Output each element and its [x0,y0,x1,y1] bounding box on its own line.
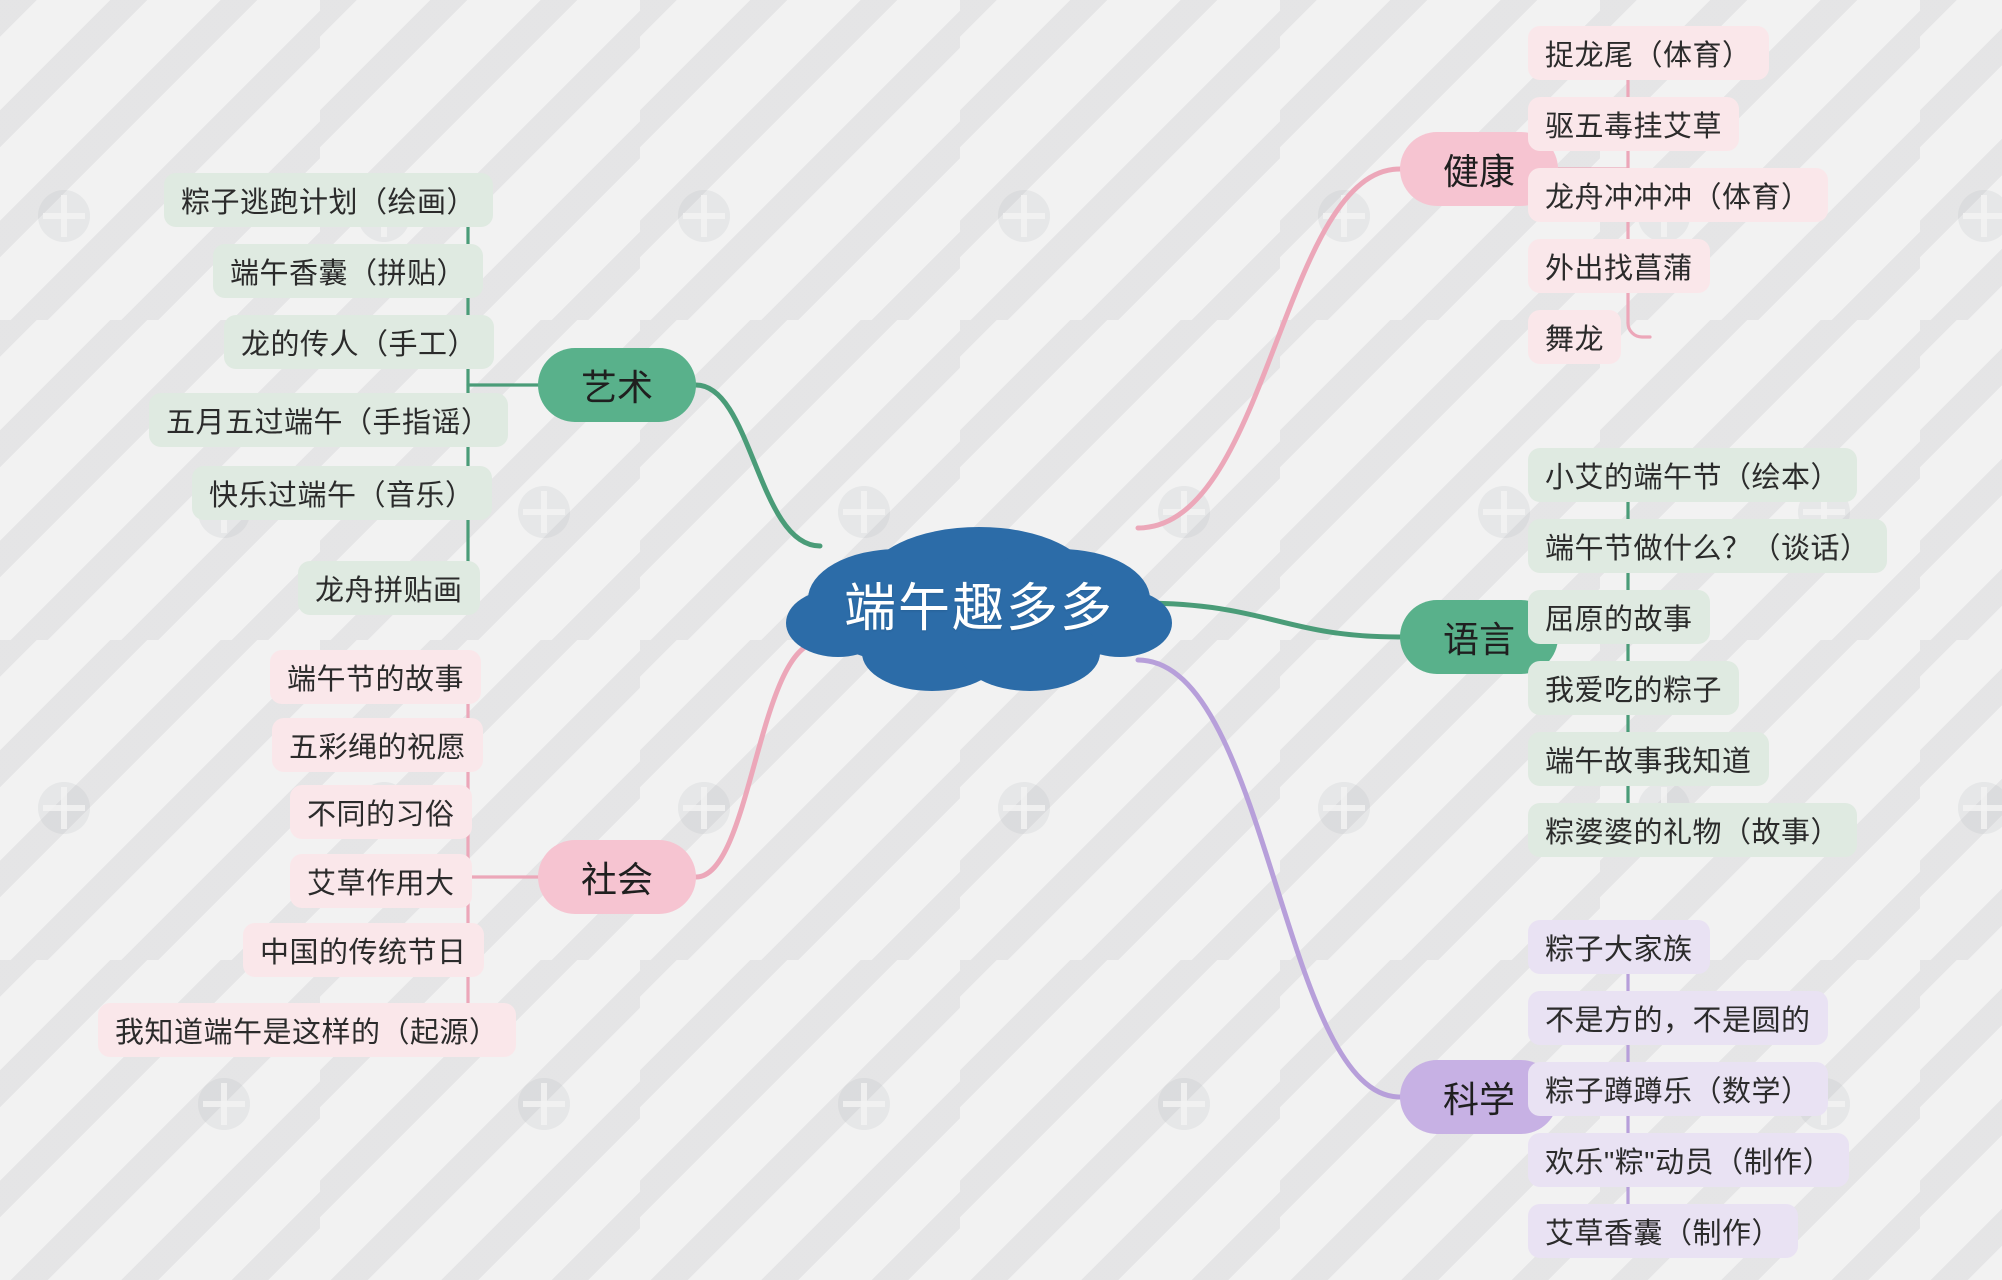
connector-path [1135,166,1403,531]
circle-cross-watermark-icon [1958,782,2002,834]
leaf-node[interactable]: 屈原的故事 [1528,590,1710,644]
leaf-node[interactable]: 艾草香囊（制作） [1528,1204,1799,1258]
leaf-node-label: 我爱吃的粽子 [1545,675,1723,707]
leaf-node[interactable]: 粽子逃跑计划（绘画） [164,173,494,227]
circle-cross-watermark-icon [678,782,730,834]
leaf-node[interactable]: 驱五毒挂艾草 [1528,97,1740,151]
leaf-node[interactable]: 端午节的故事 [270,650,482,704]
circle-cross-watermark-icon [1958,190,2002,242]
leaf-node-label: 舞龙 [1545,324,1605,356]
leaf-node[interactable]: 外出找菖蒲 [1528,239,1710,293]
circle-cross-watermark-icon [38,782,90,834]
leaf-node[interactable]: 我知道端午是这样的（起源） [98,1003,516,1057]
leaf-node[interactable]: 中国的传统节日 [243,923,484,977]
leaf-node-label: 快乐过端午（音乐） [209,480,475,512]
leaf-node[interactable]: 五彩绳的祝愿 [272,718,484,772]
leaf-node-label: 粽子大家族 [1545,934,1693,966]
circle-cross-watermark-icon [998,190,1050,242]
circle-cross-watermark-icon [1158,1078,1210,1130]
leaf-node-label: 端午故事我知道 [1545,746,1752,778]
leaf-node[interactable]: 五月五过端午（手指谣） [149,393,508,447]
leaf-node-label: 粽子逃跑计划（绘画） [181,187,477,219]
leaf-node-label: 不是方的，不是圆的 [1545,1005,1811,1037]
leaf-node-label: 驱五毒挂艾草 [1545,111,1723,143]
leaf-node-label: 五彩绳的祝愿 [289,732,467,764]
circle-cross-watermark-icon [518,486,570,538]
leaf-node[interactable]: 舞龙 [1528,310,1622,364]
circle-cross-watermark-icon [838,1078,890,1130]
circle-cross-watermark-icon [198,1078,250,1130]
circle-cross-watermark-icon [518,1078,570,1130]
branch-node-label: 科学 [1442,1079,1515,1120]
branch-node-label: 艺术 [580,367,653,408]
branch-node-label: 健康 [1442,151,1515,192]
leaf-node-label: 外出找菖蒲 [1545,253,1693,285]
leaf-node[interactable]: 端午节做什么？（谈话） [1528,519,1887,573]
leaf-node-label: 端午香囊（拼贴） [230,258,467,290]
leaf-node-label: 艾草香囊（制作） [1545,1218,1782,1250]
circle-cross-watermark-icon [1478,486,1530,538]
branch-node-label: 语言 [1442,619,1515,660]
leaf-node-label: 龙的传人（手工） [241,329,478,361]
leaf-node[interactable]: 龙舟拼贴画 [298,561,480,615]
leaf-node[interactable]: 不是方的，不是圆的 [1528,991,1828,1045]
leaf-node[interactable]: 不同的习俗 [290,785,472,839]
central-topic-node[interactable]: 端午趣多多 [786,527,1172,691]
circle-cross-watermark-icon [678,190,730,242]
leaf-node-label: 中国的传统节日 [260,937,467,969]
leaf-node-label: 捉龙尾（体育） [1545,40,1752,72]
connector-path [1135,657,1403,1100]
cloud-shape-icon [786,527,1172,691]
central-topic-label: 端午趣多多 [843,579,1114,638]
connector-path [1626,321,1652,339]
leaf-node[interactable]: 捉龙尾（体育） [1528,26,1769,80]
leaf-node-label: 屈原的故事 [1545,604,1693,636]
leaf-node[interactable]: 龙舟冲冲冲（体育） [1528,168,1828,222]
leaf-node[interactable]: 快乐过端午（音乐） [192,466,492,520]
leaf-node[interactable]: 艾草作用大 [290,854,472,908]
leaf-node-label: 端午节的故事 [287,664,465,696]
leaf-node[interactable]: 小艾的端午节（绘本） [1528,448,1858,502]
branch-node-art[interactable]: 艺术 [538,348,696,422]
leaf-node-label: 粽婆婆的礼物（故事） [1545,817,1841,849]
leaf-node-label: 端午节做什么？（谈话） [1545,533,1870,565]
leaf-node-label: 不同的习俗 [307,799,455,831]
leaf-node[interactable]: 我爱吃的粽子 [1528,661,1740,715]
leaf-node-label: 龙舟冲冲冲（体育） [1545,182,1811,214]
connector-path [1135,600,1403,640]
leaf-node[interactable]: 粽子大家族 [1528,920,1710,974]
leaf-node[interactable]: 粽子蹲蹲乐（数学） [1528,1062,1828,1116]
leaf-node[interactable]: 端午香囊（拼贴） [213,244,484,298]
branch-node-label: 社会 [580,859,653,900]
circle-cross-watermark-icon [1318,190,1370,242]
leaf-node-label: 龙舟拼贴画 [315,575,463,607]
leaf-node-label: 欢乐"粽"动员（制作） [1545,1147,1833,1179]
circle-cross-watermark-icon [38,190,90,242]
circle-cross-watermark-icon [998,782,1050,834]
branch-node-society[interactable]: 社会 [538,840,696,914]
leaf-node[interactable]: 粽婆婆的礼物（故事） [1528,803,1858,857]
leaf-node[interactable]: 龙的传人（手工） [224,315,495,369]
leaf-node[interactable]: 端午故事我知道 [1528,732,1769,786]
circle-cross-watermark-icon [1318,782,1370,834]
leaf-node[interactable]: 欢乐"粽"动员（制作） [1528,1133,1850,1187]
leaf-node-label: 我知道端午是这样的（起源） [115,1017,499,1049]
leaf-node-label: 小艾的端午节（绘本） [1545,462,1841,494]
leaf-node-label: 五月五过端午（手指谣） [166,407,491,439]
leaf-node-label: 艾草作用大 [307,868,455,900]
leaf-node-label: 粽子蹲蹲乐（数学） [1545,1076,1811,1108]
